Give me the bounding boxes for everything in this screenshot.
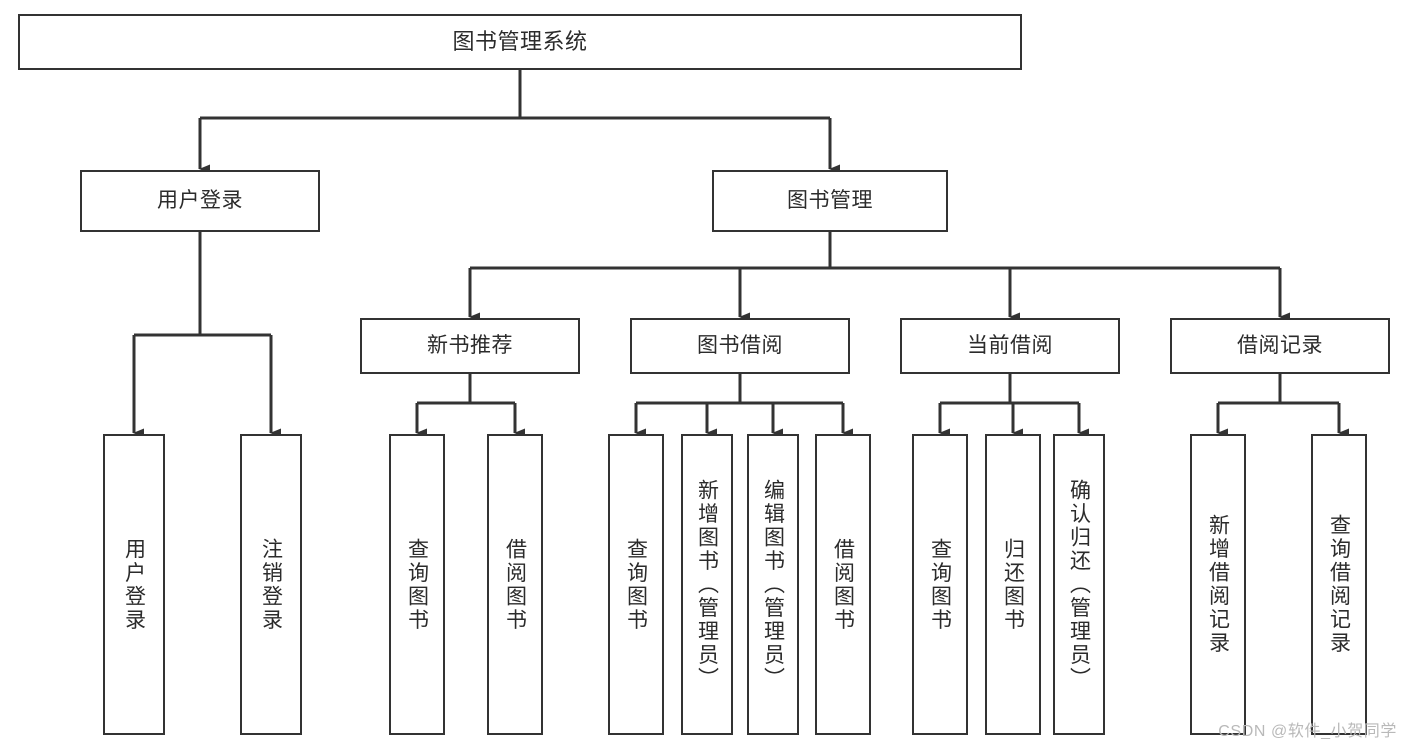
leaf-bb-edit-book-label: 编辑图书（管理员） [761, 478, 785, 691]
leaf-bb-add-book[interactable]: 新增图书（管理员） [681, 434, 733, 735]
leaf-rec-query-book[interactable]: 查询图书 [389, 434, 445, 735]
leaf-bb-query-book-label: 查询图书 [624, 537, 648, 632]
node-root[interactable]: 图书管理系统 [18, 14, 1022, 70]
node-borrow-record-label: 借阅记录 [1237, 334, 1323, 358]
leaf-br-add-record-label: 新增借阅记录 [1206, 514, 1230, 655]
node-new-book-rec[interactable]: 新书推荐 [360, 318, 580, 374]
leaf-br-query-record-label: 查询借阅记录 [1327, 514, 1351, 655]
leaf-rec-borrow-book-label: 借阅图书 [503, 537, 527, 632]
leaf-bb-borrow-book[interactable]: 借阅图书 [815, 434, 871, 735]
leaf-bb-borrow-book-label: 借阅图书 [831, 537, 855, 632]
leaf-cb-return-book-label: 归还图书 [1001, 537, 1025, 632]
leaf-user-logout[interactable]: 注销登录 [240, 434, 302, 735]
connector-group [132, 70, 1349, 438]
node-current-borrow-label: 当前借阅 [967, 334, 1053, 358]
leaf-user-logout-label: 注销登录 [259, 537, 283, 632]
leaf-bb-query-book[interactable]: 查询图书 [608, 434, 664, 735]
leaf-bb-add-book-label: 新增图书（管理员） [695, 478, 719, 691]
leaf-cb-confirm-return[interactable]: 确认归还（管理员） [1053, 434, 1105, 735]
leaf-cb-query-book[interactable]: 查询图书 [912, 434, 968, 735]
node-current-borrow[interactable]: 当前借阅 [900, 318, 1120, 374]
leaf-rec-query-book-label: 查询图书 [405, 537, 429, 632]
leaf-user-login[interactable]: 用户登录 [103, 434, 165, 735]
node-book-manage-label: 图书管理 [787, 189, 873, 213]
node-book-borrow[interactable]: 图书借阅 [630, 318, 850, 374]
leaf-cb-return-book[interactable]: 归还图书 [985, 434, 1041, 735]
node-user-login[interactable]: 用户登录 [80, 170, 320, 232]
leaf-rec-borrow-book[interactable]: 借阅图书 [487, 434, 543, 735]
node-root-label: 图书管理系统 [452, 28, 588, 54]
node-book-borrow-label: 图书借阅 [697, 334, 783, 358]
node-borrow-record[interactable]: 借阅记录 [1170, 318, 1390, 374]
leaf-cb-confirm-return-label: 确认归还（管理员） [1067, 478, 1091, 691]
leaf-br-add-record[interactable]: 新增借阅记录 [1190, 434, 1246, 735]
leaf-cb-query-book-label: 查询图书 [928, 537, 952, 632]
leaf-br-query-record[interactable]: 查询借阅记录 [1311, 434, 1367, 735]
node-book-manage[interactable]: 图书管理 [712, 170, 948, 232]
leaf-user-login-label: 用户登录 [122, 537, 146, 632]
node-new-book-rec-label: 新书推荐 [427, 334, 513, 358]
node-user-login-label: 用户登录 [157, 189, 243, 213]
leaf-bb-edit-book[interactable]: 编辑图书（管理员） [747, 434, 799, 735]
